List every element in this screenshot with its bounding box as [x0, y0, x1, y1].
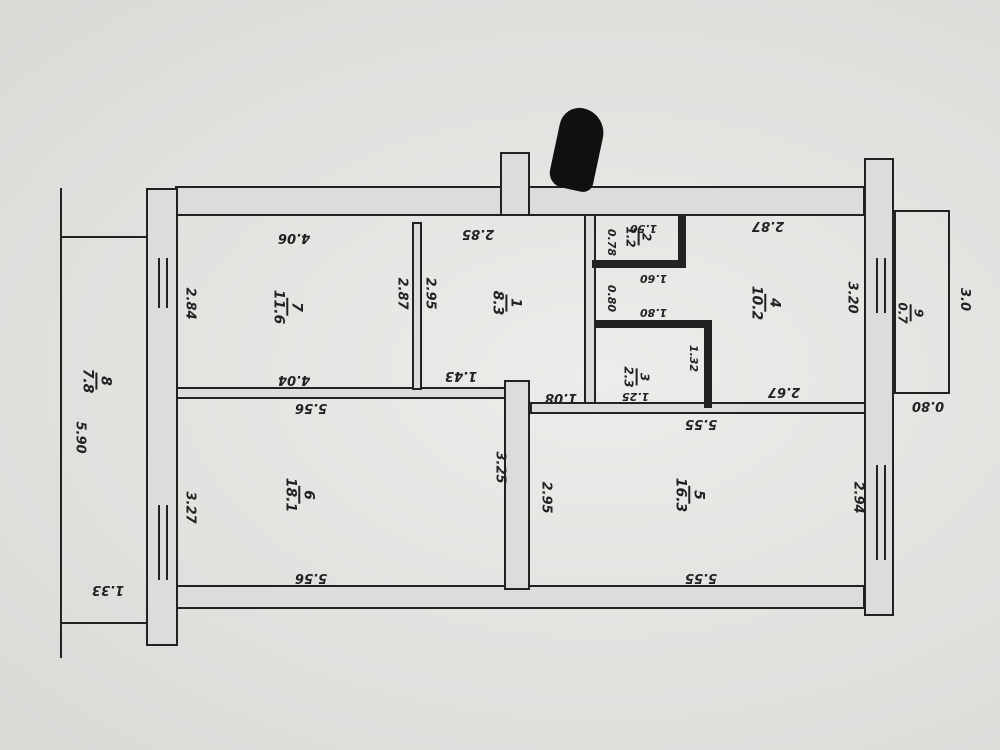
dim: 0.80	[605, 284, 619, 313]
window	[876, 258, 878, 313]
room-area: 11.6	[270, 289, 287, 325]
left-wall	[146, 188, 178, 646]
room-number: 1	[505, 294, 524, 312]
dim: 1.60	[640, 272, 668, 285]
room-area: 10.2	[748, 285, 765, 321]
room-area: 18.1	[282, 477, 299, 513]
room-area: 0.7	[895, 302, 910, 324]
dim: 4.04	[278, 372, 311, 387]
room-area: 7.8	[79, 368, 96, 394]
room-number: 7	[286, 298, 305, 316]
dim: 1.08	[545, 390, 578, 405]
dim: 2.84	[182, 287, 198, 320]
dim: 3.25	[492, 451, 508, 484]
balcony-edge	[60, 188, 62, 658]
dim: 4.06	[278, 230, 311, 245]
dim: 1.25	[622, 390, 650, 403]
dim: 1.80	[640, 306, 668, 319]
room-area: 8.3	[489, 290, 506, 316]
dim: 5.55	[685, 570, 718, 585]
wall-horizontal-left	[176, 387, 506, 399]
dim: 2.95	[422, 277, 438, 310]
dim: 1.33	[92, 582, 125, 597]
dim: 1.50	[630, 222, 658, 235]
room-area: 16.3	[672, 477, 689, 513]
room-number: 4	[764, 294, 783, 312]
dim: 3.27	[182, 491, 198, 524]
chimney	[500, 152, 530, 216]
window	[884, 465, 886, 560]
dim: 2.67	[768, 384, 801, 399]
room-number: 6	[298, 486, 317, 504]
dim: 3.0	[957, 287, 973, 312]
window	[166, 505, 168, 580]
dim: 2.87	[394, 277, 410, 310]
dim: 1.32	[687, 344, 701, 373]
closet-2	[592, 214, 686, 268]
dim: 0.78	[605, 228, 619, 257]
dim: 0.80	[912, 398, 945, 413]
dim: 5.56	[295, 400, 328, 415]
dim: 2.85	[462, 226, 495, 241]
window	[158, 258, 160, 308]
right-wall	[864, 158, 894, 616]
room-number: 3	[635, 368, 652, 386]
dim: 2.95	[538, 481, 554, 514]
dim: 3.20	[844, 281, 860, 314]
room-area: 2.3	[621, 366, 636, 388]
window	[158, 505, 160, 580]
room-number: 9	[909, 304, 926, 322]
closet-3	[594, 320, 712, 408]
dim: 2.94	[850, 481, 866, 514]
window	[884, 258, 886, 313]
room-number: 8	[95, 372, 114, 390]
room-number: 5	[688, 486, 707, 504]
balcony-9	[894, 210, 950, 394]
window	[166, 258, 168, 308]
dim: 5.90	[72, 421, 88, 454]
dim: 5.55	[685, 416, 718, 431]
dim: 5.56	[295, 570, 328, 585]
dim: 1.43	[445, 368, 478, 383]
wall-7-1	[412, 222, 422, 390]
dim: 2.87	[752, 218, 785, 233]
window	[876, 465, 878, 560]
redaction-mark	[546, 104, 609, 194]
wall-center-column	[504, 380, 530, 590]
wall-horizontal-right	[530, 402, 866, 414]
